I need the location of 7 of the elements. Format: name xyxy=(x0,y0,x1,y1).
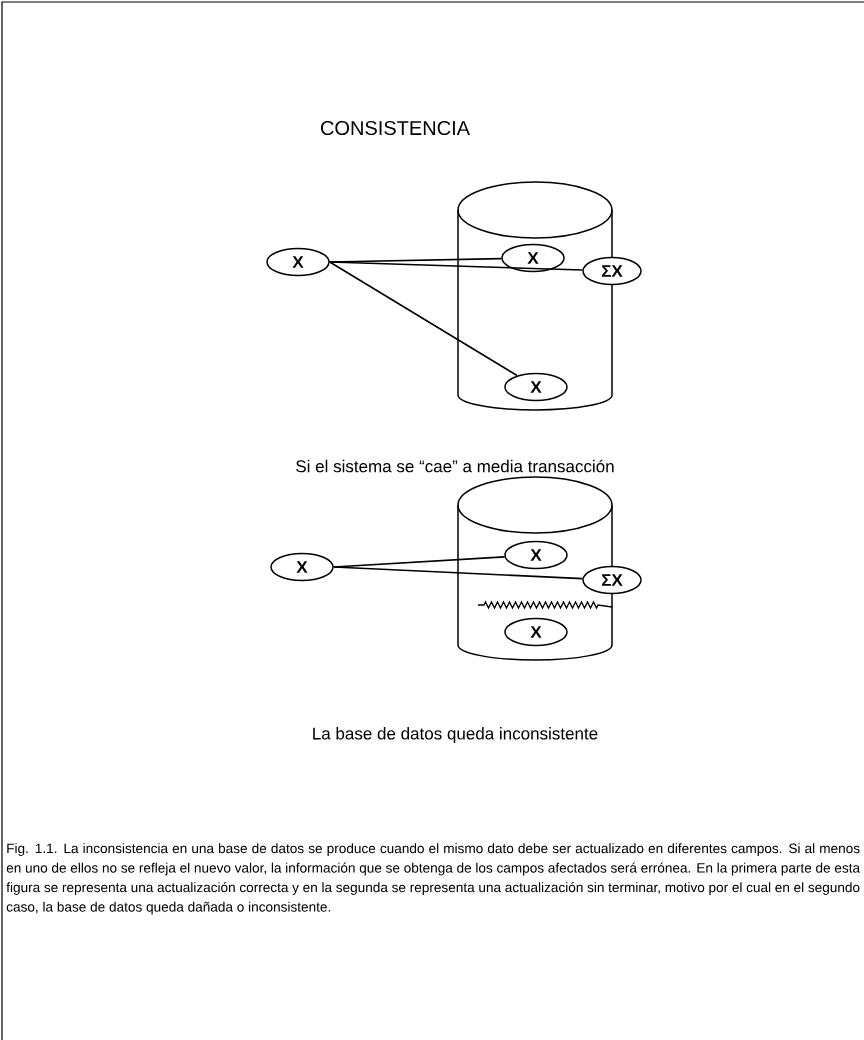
connector-line xyxy=(332,566,584,580)
connector-line xyxy=(328,261,518,377)
figure-caption: Fig. 1.1. La inconsistencia en una base de datos se produce cuando el mismo dato debe ser actualizado en diferentes campos. Si al menos en uno de ellos no se refleja el nuevo valor, la información que se obtenga de los campos afectados será errónea. En la primera parte de esta figura se representa una actualización correcta y en la segunda se representa una actualización sin terminar, motivo por el cual en el segundo caso, la base de datos queda dañada o inconsistente. xyxy=(6,843,861,915)
title: CONSISTENCIA xyxy=(321,120,470,136)
subtitle: La base de datos queda inconsistente xyxy=(313,727,598,743)
connector-line xyxy=(328,261,584,271)
subtitle: Si el sistema se “cae” a media transacción xyxy=(296,459,614,473)
